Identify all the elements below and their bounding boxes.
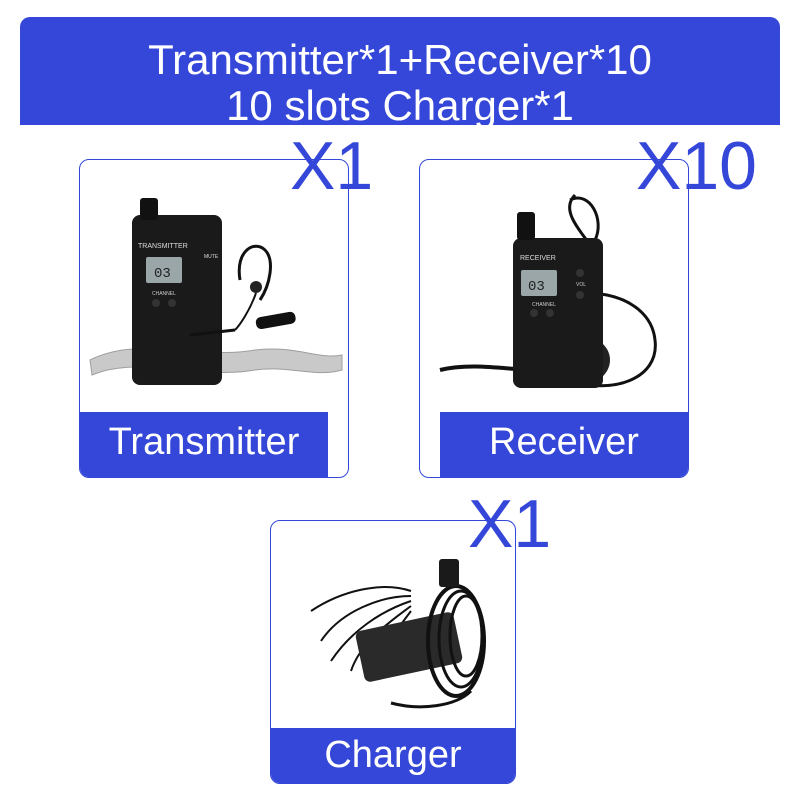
charger-image [310,559,486,709]
transmitter-label: Transmitter [80,412,328,477]
receiver-brand-text: RECEIVER [520,255,556,262]
transmitter-display: 03 [154,266,171,282]
receiver-quantity: X10 [636,128,757,204]
transmitter-image: TRANSMITTER MUTE 03 CHANNEL [89,198,343,385]
receiver-image: RECEIVER 03 VOL CHANNEL [439,193,657,388]
transmitter-channel-text: CHANNEL [152,291,176,297]
transmitter-quantity: X1 [290,128,374,204]
receiver-channel-text: CHANNEL [532,302,556,308]
receiver-label: Receiver [440,412,688,477]
transmitter-card: TRANSMITTER MUTE 03 CHANNEL Transmitter [79,159,349,478]
title-banner: Transmitter*1+Receiver*10 10 slots Charg… [20,17,780,129]
banner-line-2: 10 slots Charger*1 [226,82,574,129]
banner-line-1: Transmitter*1+Receiver*10 [148,36,652,83]
receiver-card: RECEIVER 03 VOL CHANNEL Receiver [419,159,689,478]
charger-quantity: X1 [468,486,552,562]
transmitter-brand-text: TRANSMITTER [138,243,188,250]
transmitter-mute-text: MUTE [204,254,219,260]
receiver-display: 03 [528,279,545,295]
receiver-vol-text: VOL [576,282,586,288]
charger-card: Charger [270,520,516,784]
charger-label: Charger [271,728,515,783]
